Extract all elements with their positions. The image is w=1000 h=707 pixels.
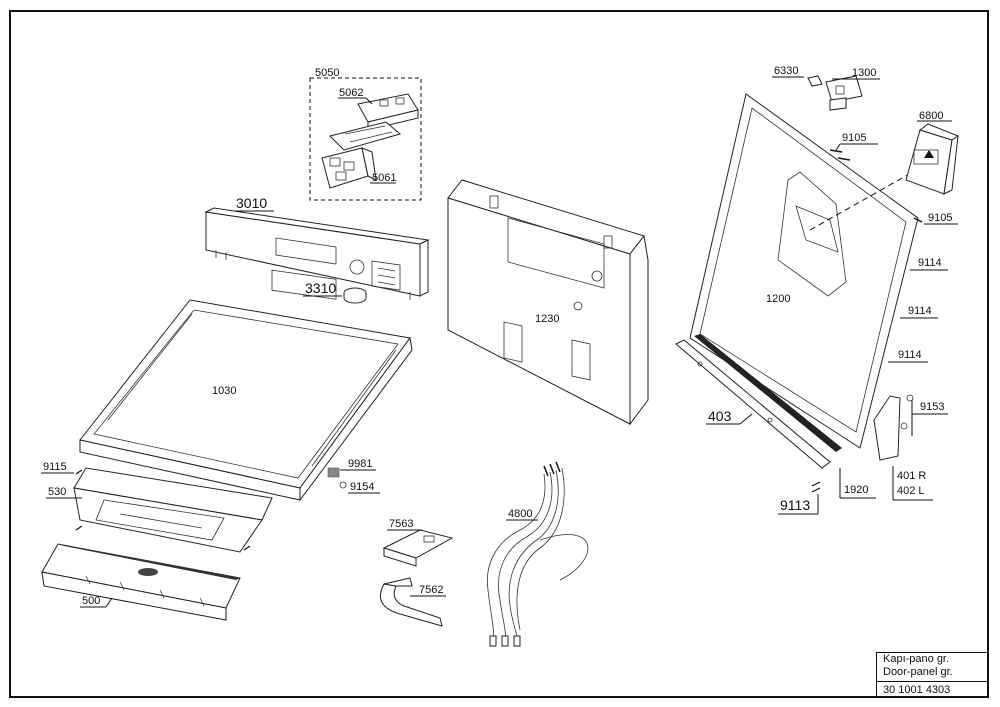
part-4800-wiring-harness (486, 461, 589, 647)
label-1200: 1200 (766, 293, 790, 305)
label-4800: 4800 (508, 508, 532, 520)
label-1920: 1920 (844, 484, 868, 496)
label-5062: 5062 (339, 87, 363, 99)
label-7563: 7563 (389, 518, 413, 530)
part-1300-latch (825, 75, 863, 111)
title-part-code: 30 1001 4303 (877, 681, 987, 697)
screw-9113 (811, 481, 821, 493)
part-7562-cable-guide (380, 577, 443, 627)
label-402: 402 L (897, 485, 925, 497)
label-9981: 9981 (348, 458, 372, 470)
part-530-bottom-cover (73, 467, 273, 553)
part-1920-seal (694, 334, 842, 452)
part-7563-holder (382, 529, 454, 567)
assembly-line (809, 167, 921, 231)
part-9981-pad (327, 467, 340, 478)
screw-9115 (75, 469, 251, 551)
label-3310: 3310 (305, 280, 336, 296)
label-9114-c: 9114 (898, 349, 922, 361)
title-block: Kapı-pano gr. Door-panel gr. 30 1001 430… (876, 652, 987, 697)
label-530: 530 (48, 486, 66, 498)
label-5061: 5061 (372, 172, 396, 184)
part-1030-inner-door (79, 299, 413, 502)
label-403: 403 (708, 408, 732, 424)
title-name-tr: Kapı-pano gr. (883, 653, 950, 665)
label-9154: 9154 (350, 481, 374, 493)
title-name-en: Door-panel gr. (883, 666, 953, 678)
label-9153: 9153 (920, 401, 944, 413)
part-1200-outer-door (689, 93, 919, 449)
part-3310-knob (343, 287, 367, 304)
label-1300: 1300 (852, 67, 876, 79)
part-401-402-hinge (873, 394, 914, 461)
part-9154-screw (339, 481, 347, 489)
label-1030: 1030 (212, 385, 236, 397)
label-9115: 9115 (43, 461, 67, 473)
label-5050: 5050 (315, 67, 339, 79)
screw-9105-a (829, 149, 851, 161)
label-9105-b: 9105 (928, 212, 952, 224)
part-6800-dispenser (905, 123, 960, 195)
screw-9105-b (913, 217, 923, 223)
label-9114-b: 9114 (908, 305, 932, 317)
part-500-bottom-trim (41, 543, 241, 621)
part-403-side-trim (675, 339, 831, 469)
label-6330: 6330 (774, 65, 798, 77)
part-6330-clip (807, 75, 823, 87)
group-5050-box (309, 77, 422, 201)
label-7562: 7562 (419, 584, 443, 596)
part-3010-control-panel (204, 207, 430, 300)
part-5050-board (329, 121, 402, 151)
label-1230: 1230 (535, 313, 559, 325)
label-9114-a: 9114 (918, 257, 942, 269)
part-5061-module (321, 147, 377, 189)
part-1230-insulation (447, 179, 649, 426)
label-6800: 6800 (919, 110, 943, 122)
label-9113: 9113 (780, 497, 810, 513)
drawing-frame (9, 10, 989, 698)
label-3010: 3010 (236, 195, 267, 211)
label-9105-a: 9105 (842, 132, 866, 144)
label-401: 401 R (897, 470, 926, 482)
label-500: 500 (82, 595, 100, 607)
